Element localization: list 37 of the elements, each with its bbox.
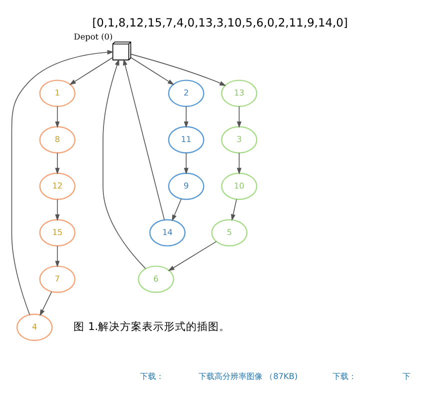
arrow	[102, 58, 146, 269]
arrow	[122, 58, 165, 220]
diagram-title: [0,1,8,12,15,7,4,0,13,3,10,5,6,0,2,11,9,14,0]	[92, 16, 348, 30]
arrow	[55, 245, 60, 268]
node-ellipse: 14	[149, 219, 186, 246]
arrow	[130, 54, 226, 86]
arrow	[55, 198, 60, 221]
label: 下载：	[332, 371, 356, 382]
node-ellipse: 10	[221, 172, 258, 200]
arrow	[236, 106, 242, 128]
arrow	[184, 152, 188, 174]
node-label: Depot (0)	[74, 32, 113, 42]
arrow	[55, 106, 60, 128]
node-ellipse: 5	[211, 219, 248, 246]
arrow	[172, 198, 182, 222]
arrow	[40, 291, 52, 316]
label: 下载：	[140, 371, 164, 382]
node-ellipse: 9	[168, 172, 204, 200]
arrow	[11, 50, 114, 316]
arrow	[230, 198, 237, 221]
label: 下载高分辨率图像 （87KB)	[198, 371, 298, 382]
node-ellipse: 7	[39, 266, 76, 293]
arrow	[168, 241, 217, 272]
label: 下	[402, 371, 410, 382]
node-ellipse: 8	[39, 126, 76, 154]
node-ellipse: 4	[16, 314, 53, 341]
node-ellipse: 12	[39, 172, 76, 200]
arrow	[55, 152, 60, 174]
node-ellipse: 3	[221, 126, 258, 154]
arrow	[130, 57, 174, 85]
arrow	[184, 106, 188, 128]
arrow	[69, 57, 113, 85]
caption: 图 1.解决方案表示形式的插图。	[74, 321, 230, 334]
node-ellipse: 13	[221, 80, 258, 107]
node-ellipse: 11	[168, 126, 204, 154]
arrow	[236, 152, 242, 174]
node-ellipse: 15	[39, 219, 76, 246]
